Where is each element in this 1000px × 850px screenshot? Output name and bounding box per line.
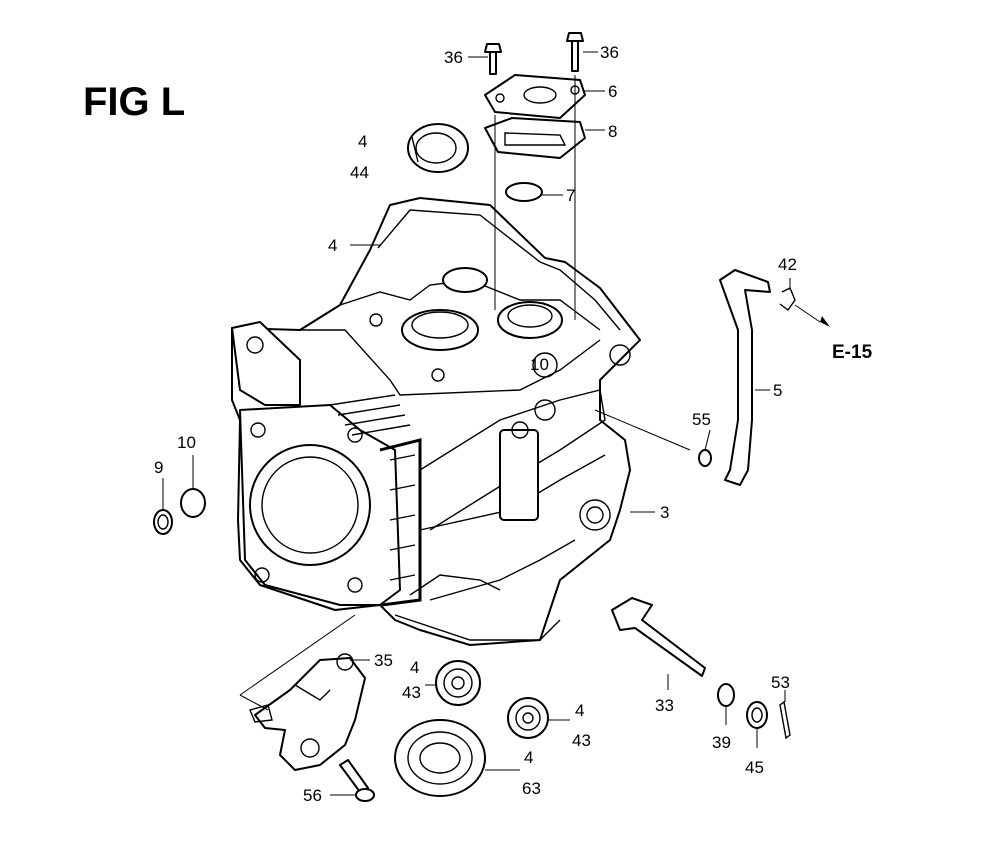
clip-42 (779, 287, 796, 311)
ball-bearing-63 (394, 719, 486, 797)
washer-39 (717, 683, 735, 707)
shaft-33 (611, 597, 706, 677)
oil-seal-45 (746, 701, 768, 729)
callout-4-bearing-lower: 4 (575, 701, 584, 720)
callout-4-ballbearing: 4 (524, 748, 533, 767)
callout-45: 45 (745, 758, 764, 777)
bolt-36-left (484, 43, 502, 75)
o-ring-7 (505, 182, 543, 202)
callout-3: 3 (660, 503, 669, 522)
crankcase-block: 10 (231, 197, 641, 646)
callout-9: 9 (154, 458, 163, 477)
callout-33: 33 (655, 696, 674, 715)
callout-5: 5 (773, 381, 782, 400)
callout-39: 39 (712, 733, 731, 752)
callout-4-block: 4 (328, 236, 337, 255)
inlet-plate (484, 74, 586, 119)
callout-35: 35 (374, 651, 393, 670)
callout-36-left: 36 (444, 48, 463, 67)
inlet-gasket (484, 117, 586, 159)
governor-bracket (249, 653, 366, 771)
bolt-36-right (566, 32, 584, 72)
callout-10: 10 (177, 433, 196, 452)
bearing-43-lower (507, 697, 549, 739)
callout-43-lower: 43 (572, 731, 591, 750)
callout-63: 63 (522, 779, 541, 798)
callout-labels: 36 36 6 8 4 44 7 4 42 5 55 10 9 3 35 4 4… (154, 43, 873, 805)
oil-seal-44 (407, 123, 469, 173)
o-ring-55 (698, 449, 712, 467)
callout-53: 53 (771, 673, 790, 692)
pin-53 (779, 700, 791, 740)
bearing-43-upper (435, 660, 481, 706)
callout-36-right: 36 (600, 43, 619, 62)
svg-text:10: 10 (530, 355, 549, 374)
callout-56: 56 (303, 786, 322, 805)
callout-4-bearing-upper: 4 (410, 658, 419, 677)
callout-43-upper: 43 (402, 683, 421, 702)
figure-title: FIG L (83, 80, 185, 124)
callout-42: 42 (778, 255, 797, 274)
reference-e15: E-15 (832, 342, 873, 363)
callout-7: 7 (566, 186, 575, 205)
callout-55: 55 (692, 410, 711, 429)
callout-4-seal: 4 (358, 132, 367, 151)
arrow-e15-icon (820, 316, 830, 327)
callout-8: 8 (608, 122, 617, 141)
callout-6: 6 (608, 82, 617, 101)
plug-9 (153, 509, 173, 535)
callout-44: 44 (350, 163, 369, 182)
washer-10 (180, 488, 206, 518)
breather-tube-5 (719, 269, 771, 486)
leader-lines (162, 51, 821, 796)
